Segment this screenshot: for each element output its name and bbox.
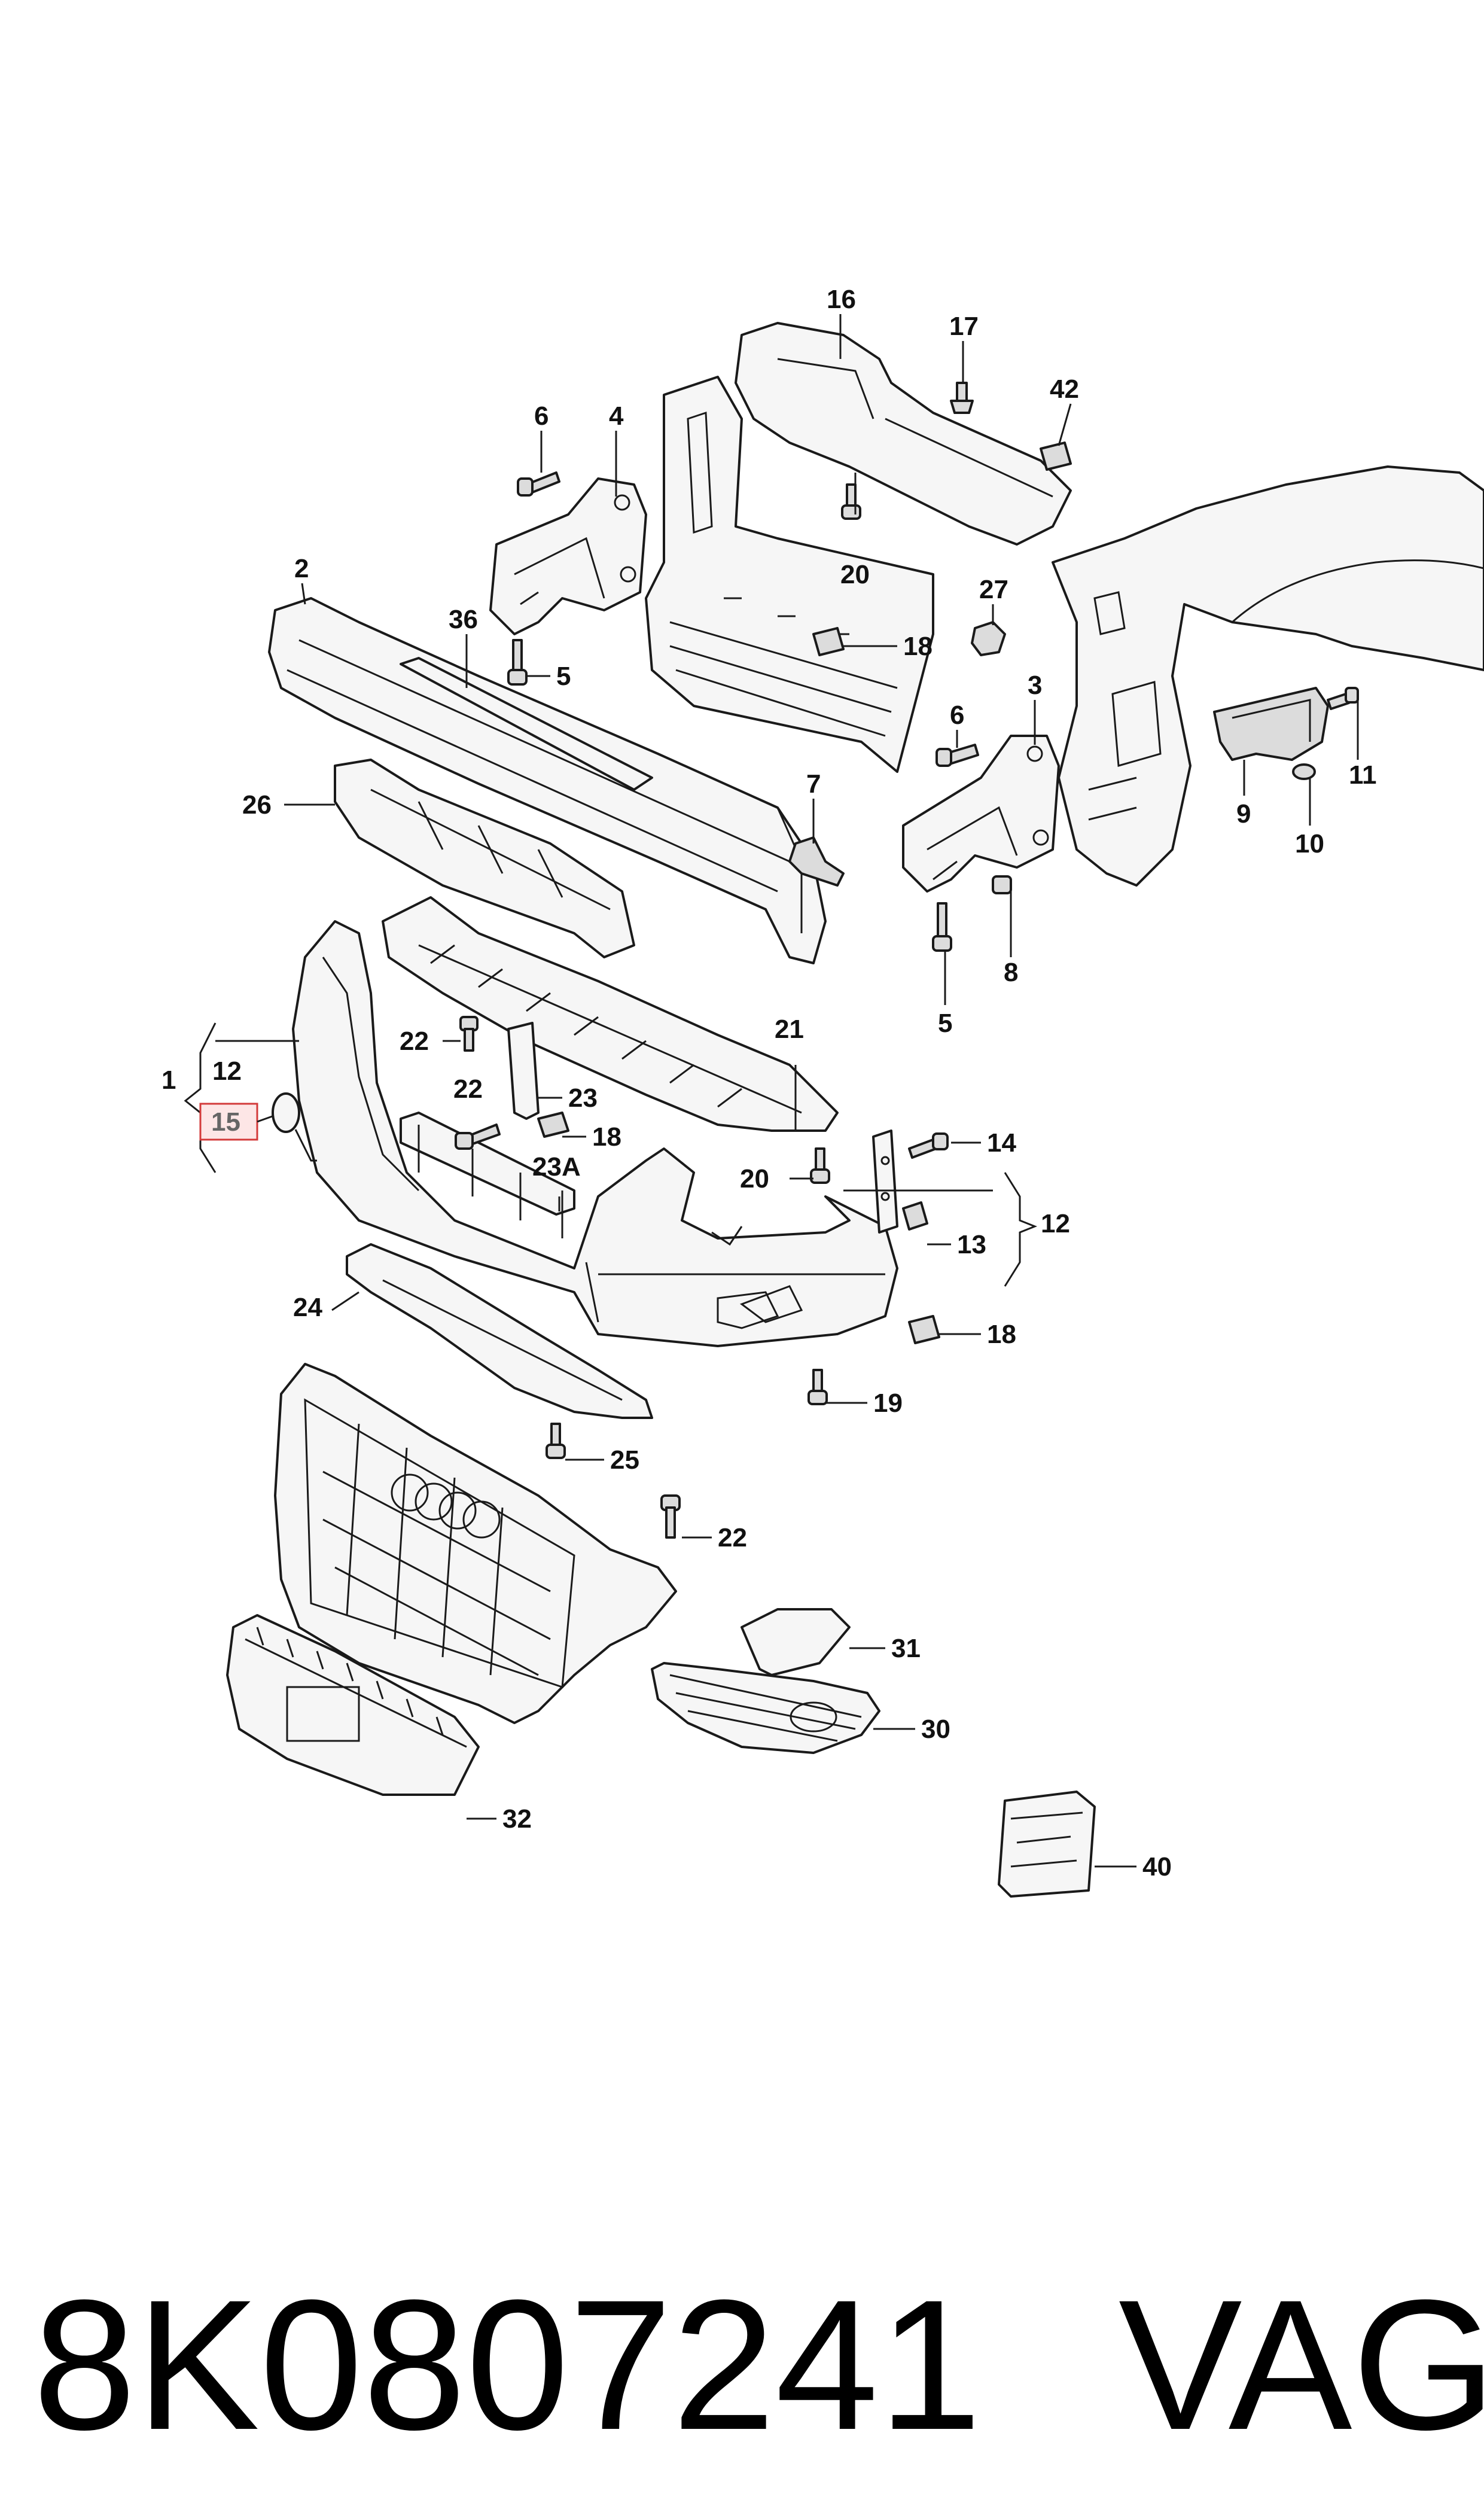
callout-42: 42 bbox=[1050, 374, 1079, 404]
callout-11: 11 bbox=[1349, 760, 1377, 790]
bumper-mount-strip bbox=[400, 1112, 575, 1238]
leader-lines bbox=[215, 314, 1359, 1868]
seal-strip bbox=[400, 657, 653, 791]
lower-reinforcement bbox=[346, 1243, 653, 1419]
callout-22-lower: 22 bbox=[718, 1523, 747, 1552]
callout-5-upper: 5 bbox=[556, 662, 571, 691]
fastener-kit-bag bbox=[998, 1791, 1096, 1898]
tow-eye-cover bbox=[272, 1092, 317, 1162]
callout-20-upper: 20 bbox=[840, 560, 870, 589]
callout-5-lower: 5 bbox=[938, 1009, 952, 1038]
callout-25: 25 bbox=[610, 1445, 639, 1475]
energy-absorber bbox=[334, 759, 635, 958]
license-plate-holder bbox=[226, 1614, 480, 1796]
fog-light-cover bbox=[741, 1608, 851, 1676]
callout-40: 40 bbox=[1142, 1852, 1172, 1881]
callout-7: 7 bbox=[806, 769, 821, 799]
air-guide-upper bbox=[735, 322, 1072, 546]
fog-light-grille bbox=[651, 1662, 880, 1754]
callout-6-upper: 6 bbox=[534, 401, 548, 431]
callout-10: 10 bbox=[1295, 829, 1324, 858]
highlighted-callout[interactable]: 15 bbox=[199, 1103, 275, 1141]
callout-18-mid: 18 bbox=[592, 1122, 621, 1152]
callout-36: 36 bbox=[449, 605, 478, 634]
callout-26: 26 bbox=[242, 790, 272, 820]
callout-21: 21 bbox=[775, 1015, 804, 1044]
callout-labels: 16 17 42 6 4 2 20 27 36 18 5 3 6 11 7 26… bbox=[161, 285, 1377, 1881]
callout-18-upper: 18 bbox=[903, 632, 933, 661]
callout-6-right: 6 bbox=[950, 701, 964, 730]
callout-27: 27 bbox=[979, 575, 1008, 604]
bumper-guide-bracket-right bbox=[872, 1129, 898, 1234]
footer: 8K0807241 VAG bbox=[33, 2261, 1484, 2468]
callout-31: 31 bbox=[891, 1634, 921, 1663]
radiator-support-frame bbox=[645, 376, 934, 773]
callout-12-left: 12 bbox=[212, 1056, 242, 1086]
part-number: 8K0807241 bbox=[33, 2261, 982, 2468]
mount-bracket-left bbox=[489, 477, 647, 635]
radiator-grille bbox=[274, 1363, 677, 1724]
callout-18-lower: 18 bbox=[987, 1320, 1016, 1349]
callout-3: 3 bbox=[1028, 671, 1042, 700]
callout-23: 23 bbox=[568, 1083, 598, 1113]
bracket-fender-9 bbox=[1213, 687, 1329, 761]
callout-22-mid: 22 bbox=[453, 1074, 483, 1104]
callout-9: 9 bbox=[1236, 799, 1251, 829]
callout-4: 4 bbox=[609, 401, 624, 431]
callout-20-lower: 20 bbox=[740, 1164, 769, 1193]
callout-24: 24 bbox=[293, 1293, 322, 1322]
fasteners bbox=[455, 382, 1359, 1539]
callout-32: 32 bbox=[502, 1804, 532, 1834]
group-brackets bbox=[184, 1022, 1038, 1287]
callout-19: 19 bbox=[873, 1389, 903, 1418]
callout-8: 8 bbox=[1004, 958, 1018, 987]
callout-30: 30 bbox=[921, 1715, 950, 1744]
callout-15: 15 bbox=[211, 1107, 240, 1137]
callout-23A: 23A bbox=[532, 1152, 581, 1182]
callout-17: 17 bbox=[949, 312, 979, 341]
callout-14: 14 bbox=[987, 1128, 1016, 1158]
air-deflector-lower bbox=[382, 896, 839, 1132]
callout-16: 16 bbox=[827, 285, 856, 314]
callout-22-upper: 22 bbox=[400, 1027, 429, 1056]
callout-13: 13 bbox=[957, 1230, 986, 1259]
callout-1: 1 bbox=[161, 1065, 176, 1095]
fender-panel bbox=[1052, 465, 1484, 887]
mount-bracket-right bbox=[902, 735, 1060, 893]
brand-label: VAG bbox=[1119, 2261, 1484, 2468]
bumper-reinforcement-beam bbox=[268, 597, 827, 964]
callout-2: 2 bbox=[294, 554, 309, 583]
callout-12-right: 12 bbox=[1041, 1209, 1070, 1238]
bumper-bracket-23 bbox=[507, 1022, 540, 1120]
bumper-cover bbox=[292, 920, 898, 1347]
